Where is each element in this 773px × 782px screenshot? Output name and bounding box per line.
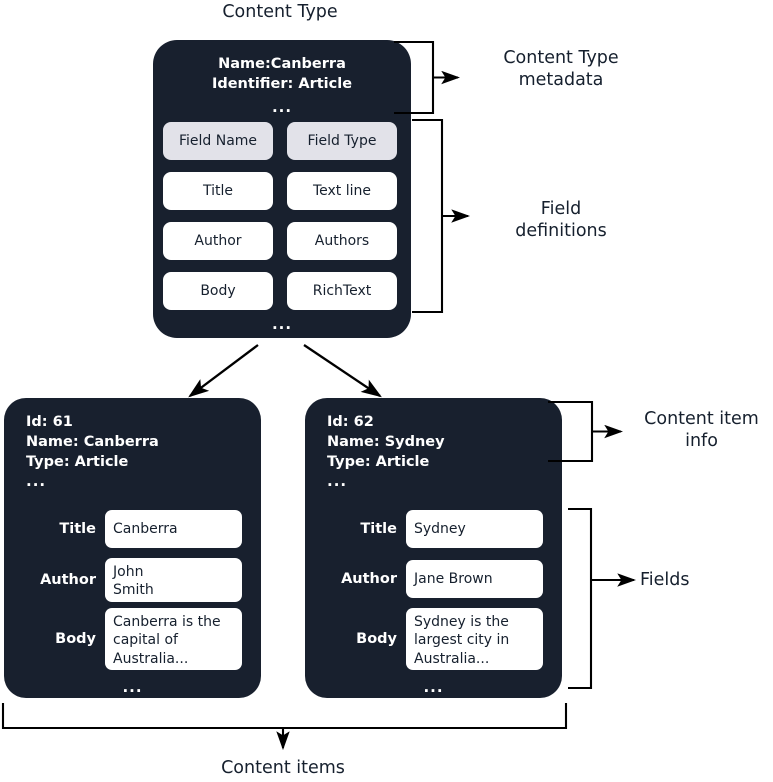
content-item-field-row: Title Canberra	[4, 510, 250, 548]
content-item-fields-ellipsis: ...	[423, 678, 444, 696]
content-item-info-ellipsis: ...	[327, 472, 348, 490]
field-type-cell: RichText	[287, 272, 397, 310]
content-item-field-row: Title Sydney	[305, 510, 551, 548]
arrow-to-content-item-61	[188, 344, 259, 398]
content-item-field-value: Sydney is the largest city in Australia.…	[406, 608, 543, 670]
content-item-card-62: Id: 62 Name: Sydney Type: Article ... Ti…	[305, 398, 562, 698]
field-table-row: Author Authors	[163, 222, 397, 260]
content-item-field-label: Author	[341, 571, 397, 587]
field-name-cell: Body	[163, 272, 273, 310]
content-item-info-text: Id: 61 Name: Canberra Type: Article	[26, 414, 159, 470]
content-item-field-row: Author Jane Brown	[305, 560, 551, 598]
content-type-card: Name:Canberra Identifier: Article ... Fi…	[153, 40, 411, 338]
field-type-cell: Text line	[287, 172, 397, 210]
annotation-fields: Fields	[640, 570, 690, 590]
field-name-cell: Title	[163, 172, 273, 210]
bracket-field-definitions	[412, 118, 471, 314]
diagram-title-bottom: Content items	[221, 758, 345, 778]
content-item-field-label: Body	[55, 631, 96, 647]
field-table-header-row: Field Name Field Type	[163, 122, 397, 160]
content-item-field-label: Author	[40, 572, 96, 588]
bracket-fields	[568, 507, 637, 690]
content-item-field-value: Canberra is the capital of Australia...	[105, 608, 242, 670]
annotation-content-type-metadata: Content Type metadata	[503, 48, 619, 90]
content-type-metadata-text: Name:Canberra Identifier: Article	[211, 56, 353, 92]
content-item-field-row: Body Sydney is the largest city in Austr…	[305, 608, 551, 670]
annotation-field-definitions: Field definitions	[515, 199, 607, 241]
annotation-content-item-info: Content item info	[644, 409, 759, 451]
content-item-card-61: Id: 61 Name: Canberra Type: Article ... …	[4, 398, 261, 698]
content-item-field-value: Sydney	[406, 510, 543, 548]
field-type-cell: Authors	[287, 222, 397, 260]
content-item-field-label: Title	[360, 521, 397, 537]
content-item-fields-ellipsis: ...	[122, 678, 143, 696]
content-item-info-ellipsis: ...	[26, 472, 47, 490]
diagram-title-top: Content Type	[222, 2, 338, 22]
content-type-metadata-ellipsis: ...	[271, 98, 293, 116]
field-table-header-name: Field Name	[163, 122, 273, 160]
field-table-ellipsis: ...	[271, 315, 293, 333]
arrow-to-content-item-62	[303, 344, 382, 398]
field-table-row: Title Text line	[163, 172, 397, 210]
field-name-cell: Author	[163, 222, 273, 260]
content-item-field-row: Author John Smith	[4, 558, 250, 602]
bracket-content-items	[1, 703, 568, 751]
field-table-header-type: Field Type	[287, 122, 397, 160]
content-item-info-text: Id: 62 Name: Sydney Type: Article	[327, 414, 445, 470]
content-item-field-label: Body	[356, 631, 397, 647]
content-item-field-label: Title	[59, 521, 96, 537]
content-item-field-value: Canberra	[105, 510, 242, 548]
content-item-field-value: Jane Brown	[406, 560, 543, 598]
content-item-field-value: John Smith	[105, 558, 242, 602]
field-table-row: Body RichText	[163, 272, 397, 310]
content-item-field-row: Body Canberra is the capital of Australi…	[4, 608, 250, 670]
